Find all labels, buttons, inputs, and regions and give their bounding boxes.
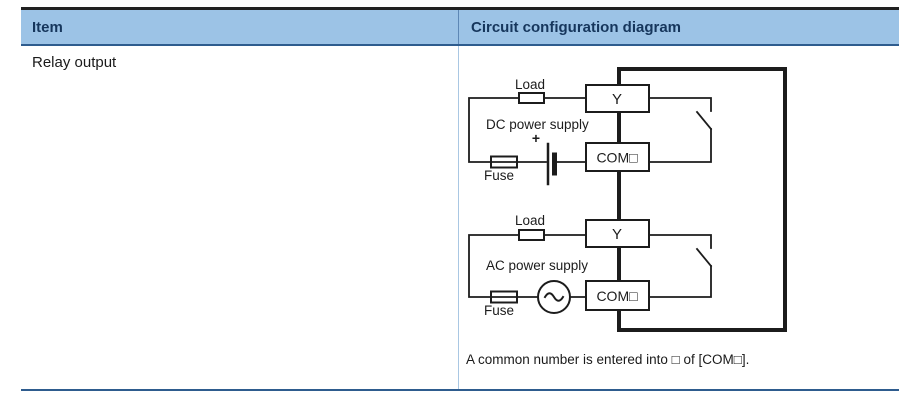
circuit-diagram: Load DC power supply + Fuse Y COM□ bbox=[468, 67, 787, 332]
cell-diagram: Load DC power supply + Fuse Y COM□ bbox=[459, 46, 899, 389]
ac-terminal-box-com bbox=[585, 280, 650, 311]
ac-fuse-icon bbox=[490, 290, 518, 304]
table-header-row: Item Circuit configuration diagram bbox=[21, 7, 899, 46]
ac-load-resistor-icon bbox=[518, 229, 545, 241]
cell-item: Relay output bbox=[21, 46, 459, 389]
ac-load-label: Load bbox=[515, 213, 545, 228]
dc-switch-contact-icon bbox=[695, 110, 713, 131]
dc-switch-wires bbox=[648, 97, 712, 163]
column-header-diagram: Circuit configuration diagram bbox=[459, 10, 899, 44]
column-header-item-label: Item bbox=[32, 18, 63, 36]
diagram-note: A common number is entered into □ of [CO… bbox=[466, 352, 750, 367]
column-header-diagram-label: Circuit configuration diagram bbox=[471, 18, 682, 36]
ac-terminal-y-label: Y bbox=[612, 226, 622, 243]
table-body-row: Relay output bbox=[21, 46, 899, 391]
dc-terminal-box-y bbox=[585, 84, 650, 113]
dc-terminal-com-label: COM□ bbox=[596, 150, 638, 166]
dc-supply-label: DC power supply bbox=[486, 117, 589, 132]
ac-wires bbox=[468, 234, 587, 298]
dc-terminal-y-label: Y bbox=[612, 91, 622, 108]
ac-terminal-box-y bbox=[585, 219, 650, 248]
ac-sine-wave-icon bbox=[543, 292, 565, 302]
dc-plus-label: + bbox=[532, 130, 540, 146]
dc-fuse-icon bbox=[490, 155, 518, 169]
dc-load-resistor-icon bbox=[518, 92, 545, 104]
item-label: Relay output bbox=[32, 54, 117, 71]
ac-switch-contact-icon bbox=[695, 247, 713, 268]
spec-table: Item Circuit configuration diagram Relay… bbox=[21, 7, 899, 391]
ac-supply-label: AC power supply bbox=[486, 258, 588, 273]
dc-load-label: Load bbox=[515, 77, 545, 92]
dc-circuit: Load DC power supply + Fuse Y COM□ bbox=[468, 77, 713, 186]
column-header-item: Item bbox=[21, 10, 459, 44]
dc-fuse-label: Fuse bbox=[484, 168, 514, 183]
ac-switch-wires bbox=[648, 234, 712, 298]
module-outline bbox=[617, 67, 787, 332]
ac-fuse-label: Fuse bbox=[484, 303, 514, 318]
dc-terminal-box-com bbox=[585, 142, 650, 172]
ac-circuit: Load AC power supply Fuse Y COM□ bbox=[468, 213, 713, 318]
ac-terminal-com-label: COM□ bbox=[596, 288, 638, 304]
dc-wires bbox=[468, 97, 587, 163]
